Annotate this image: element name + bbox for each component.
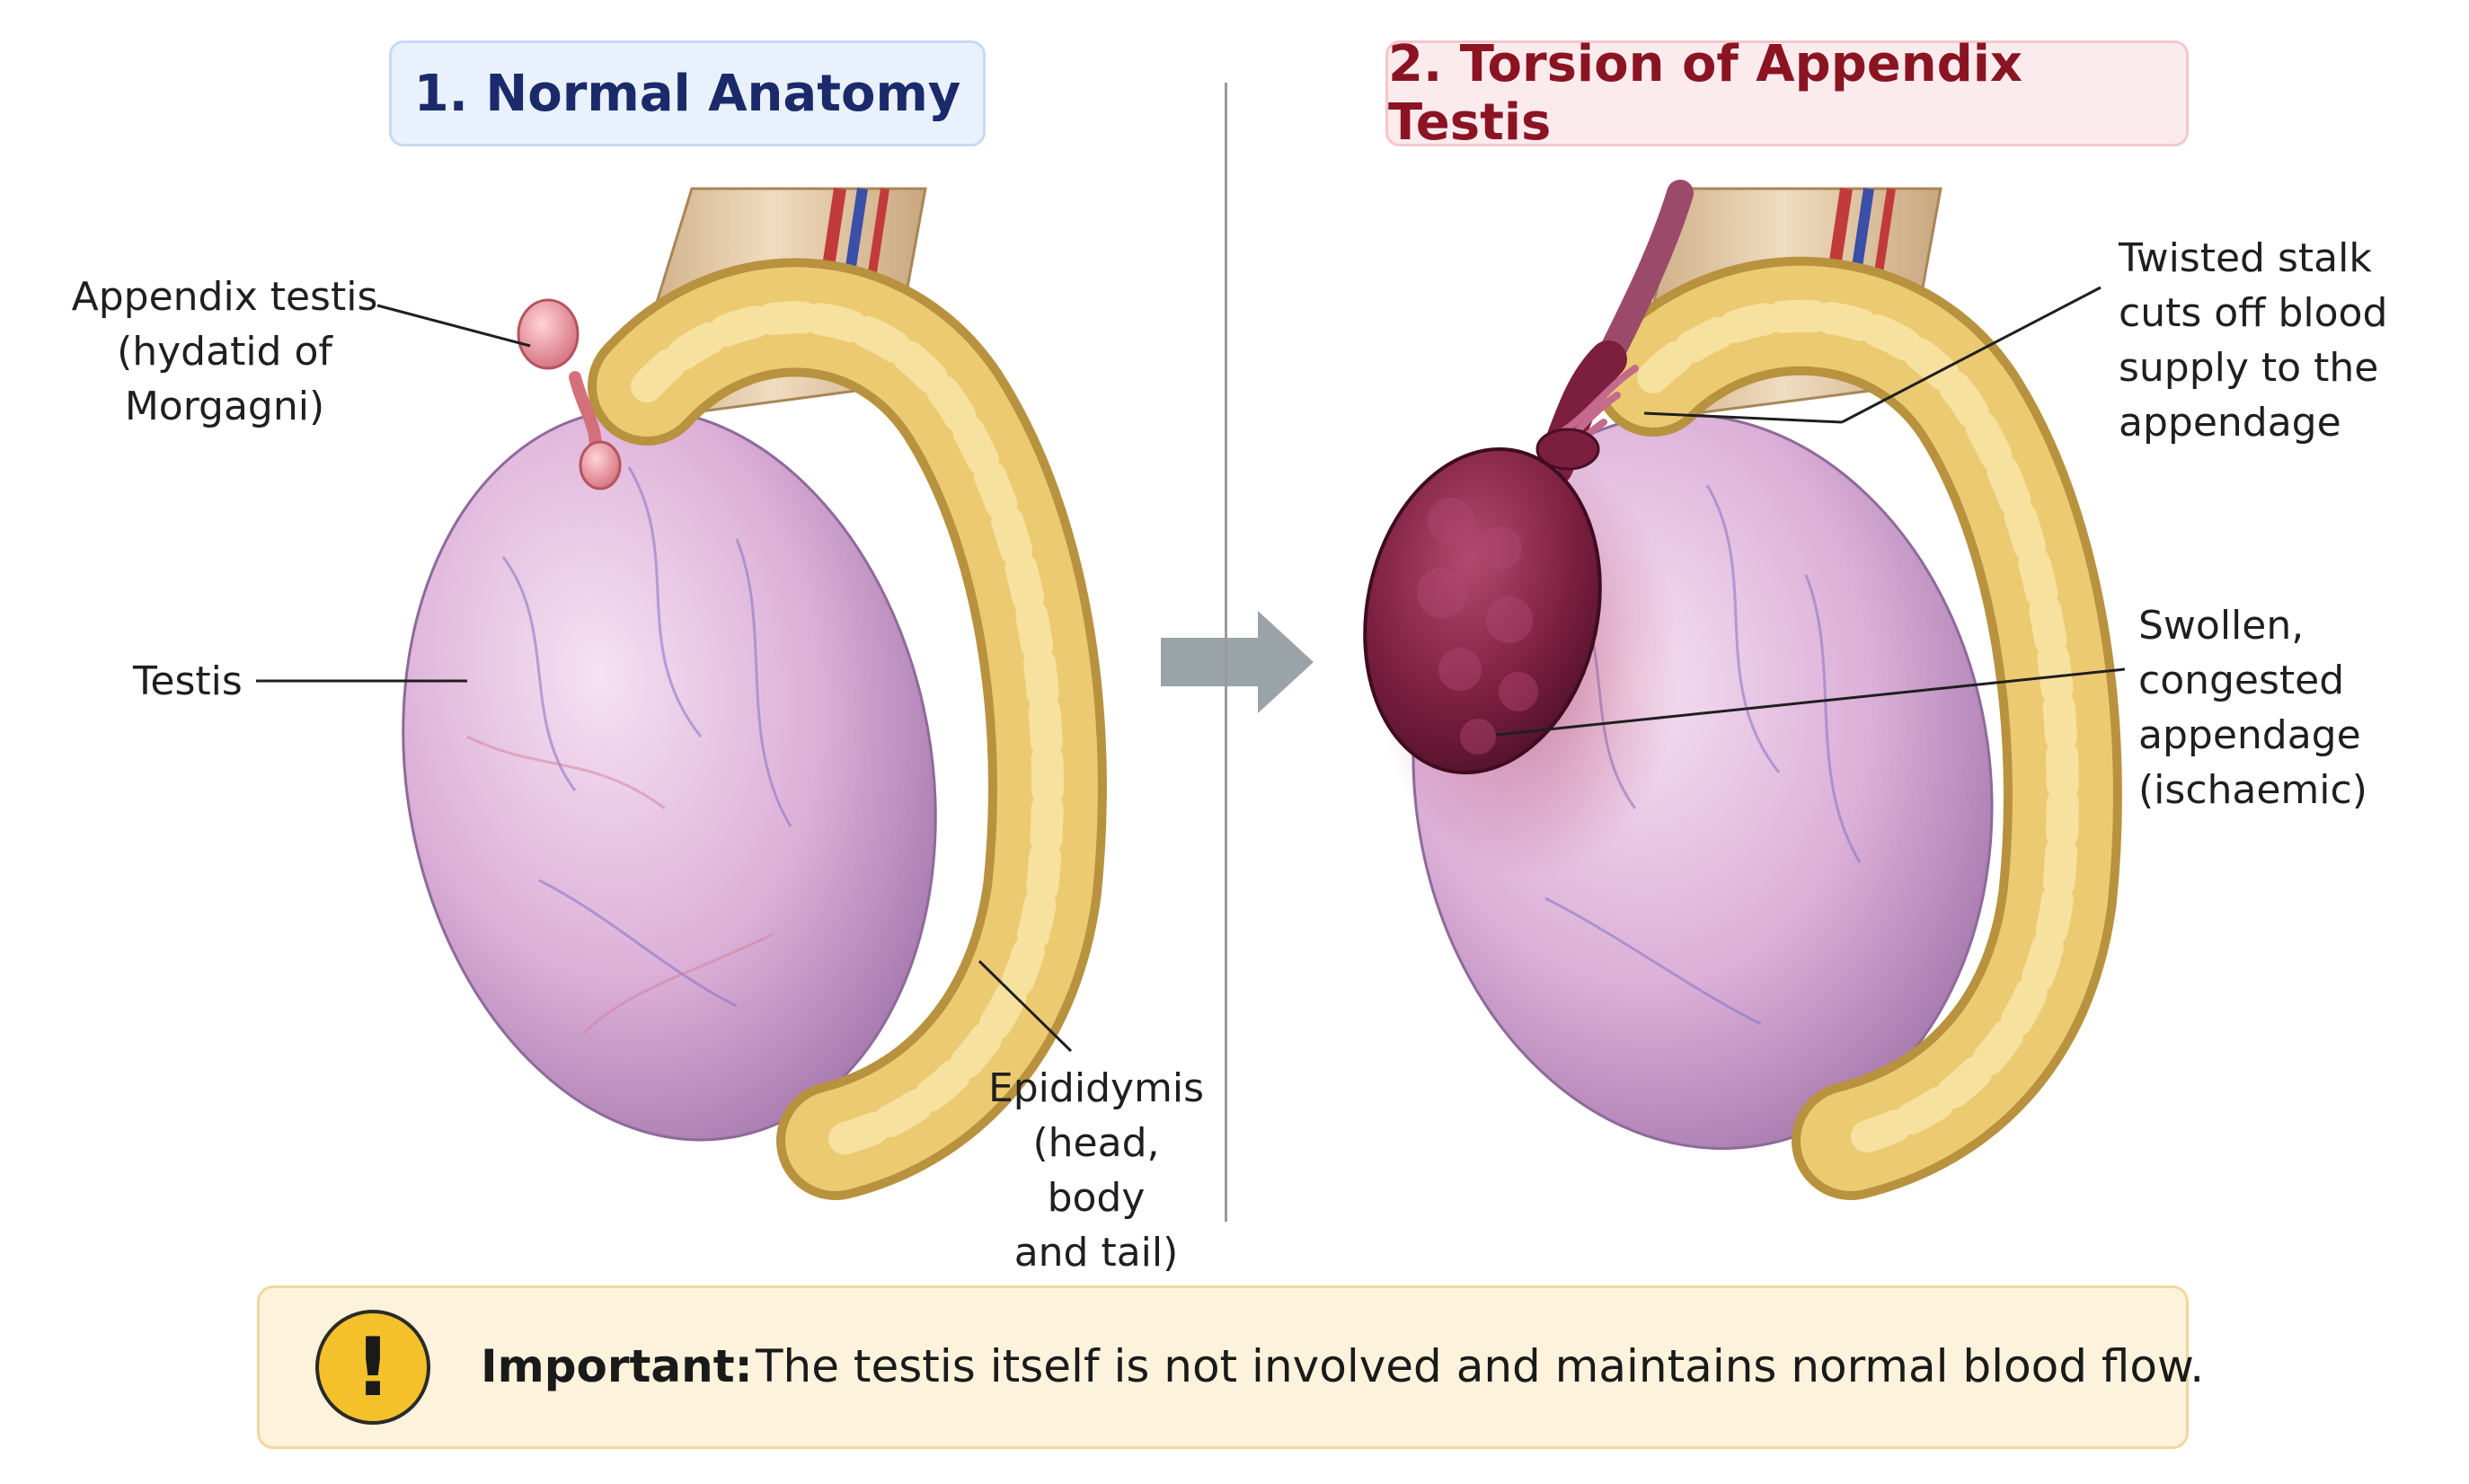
left-testis	[402, 407, 937, 1142]
right-leader-lines	[1495, 286, 2126, 737]
twisted-stalk-label: Twisted stalk cuts off blood supply to t…	[2119, 235, 2388, 446]
left-appendix-testis	[517, 298, 622, 490]
right-epididymis	[1594, 256, 2122, 1200]
progression-arrow	[1161, 611, 1314, 713]
important-note: ! Important: The testis itself is not in…	[257, 1285, 2204, 1449]
appendix-testis-label: Appendix testis (hydatid of Morgagni)	[71, 274, 378, 429]
testis-label: Testis	[133, 658, 243, 704]
panel-divider	[1225, 83, 1227, 1222]
exclamation-icon: !	[315, 1310, 430, 1425]
important-note-text: The testis itself is not involved and ma…	[756, 1340, 2205, 1392]
right-twisted-stalk	[1533, 180, 1694, 489]
right-swollen-appendage	[1363, 446, 1602, 775]
epididymis-label: Epididymis (head, body and tail)	[987, 1065, 1205, 1276]
left-leader-lines	[256, 304, 1073, 1053]
left-panel-title: 1. Normal Anatomy	[389, 40, 986, 146]
right-panel-title: 2. Torsion of Appendix Testis	[1385, 35, 2189, 152]
swollen-appendage-label: Swollen, congested appendage (ischaemic)	[2138, 603, 2367, 813]
important-note-heading: Important:	[481, 1340, 753, 1392]
left-epididymis	[588, 258, 1107, 1200]
